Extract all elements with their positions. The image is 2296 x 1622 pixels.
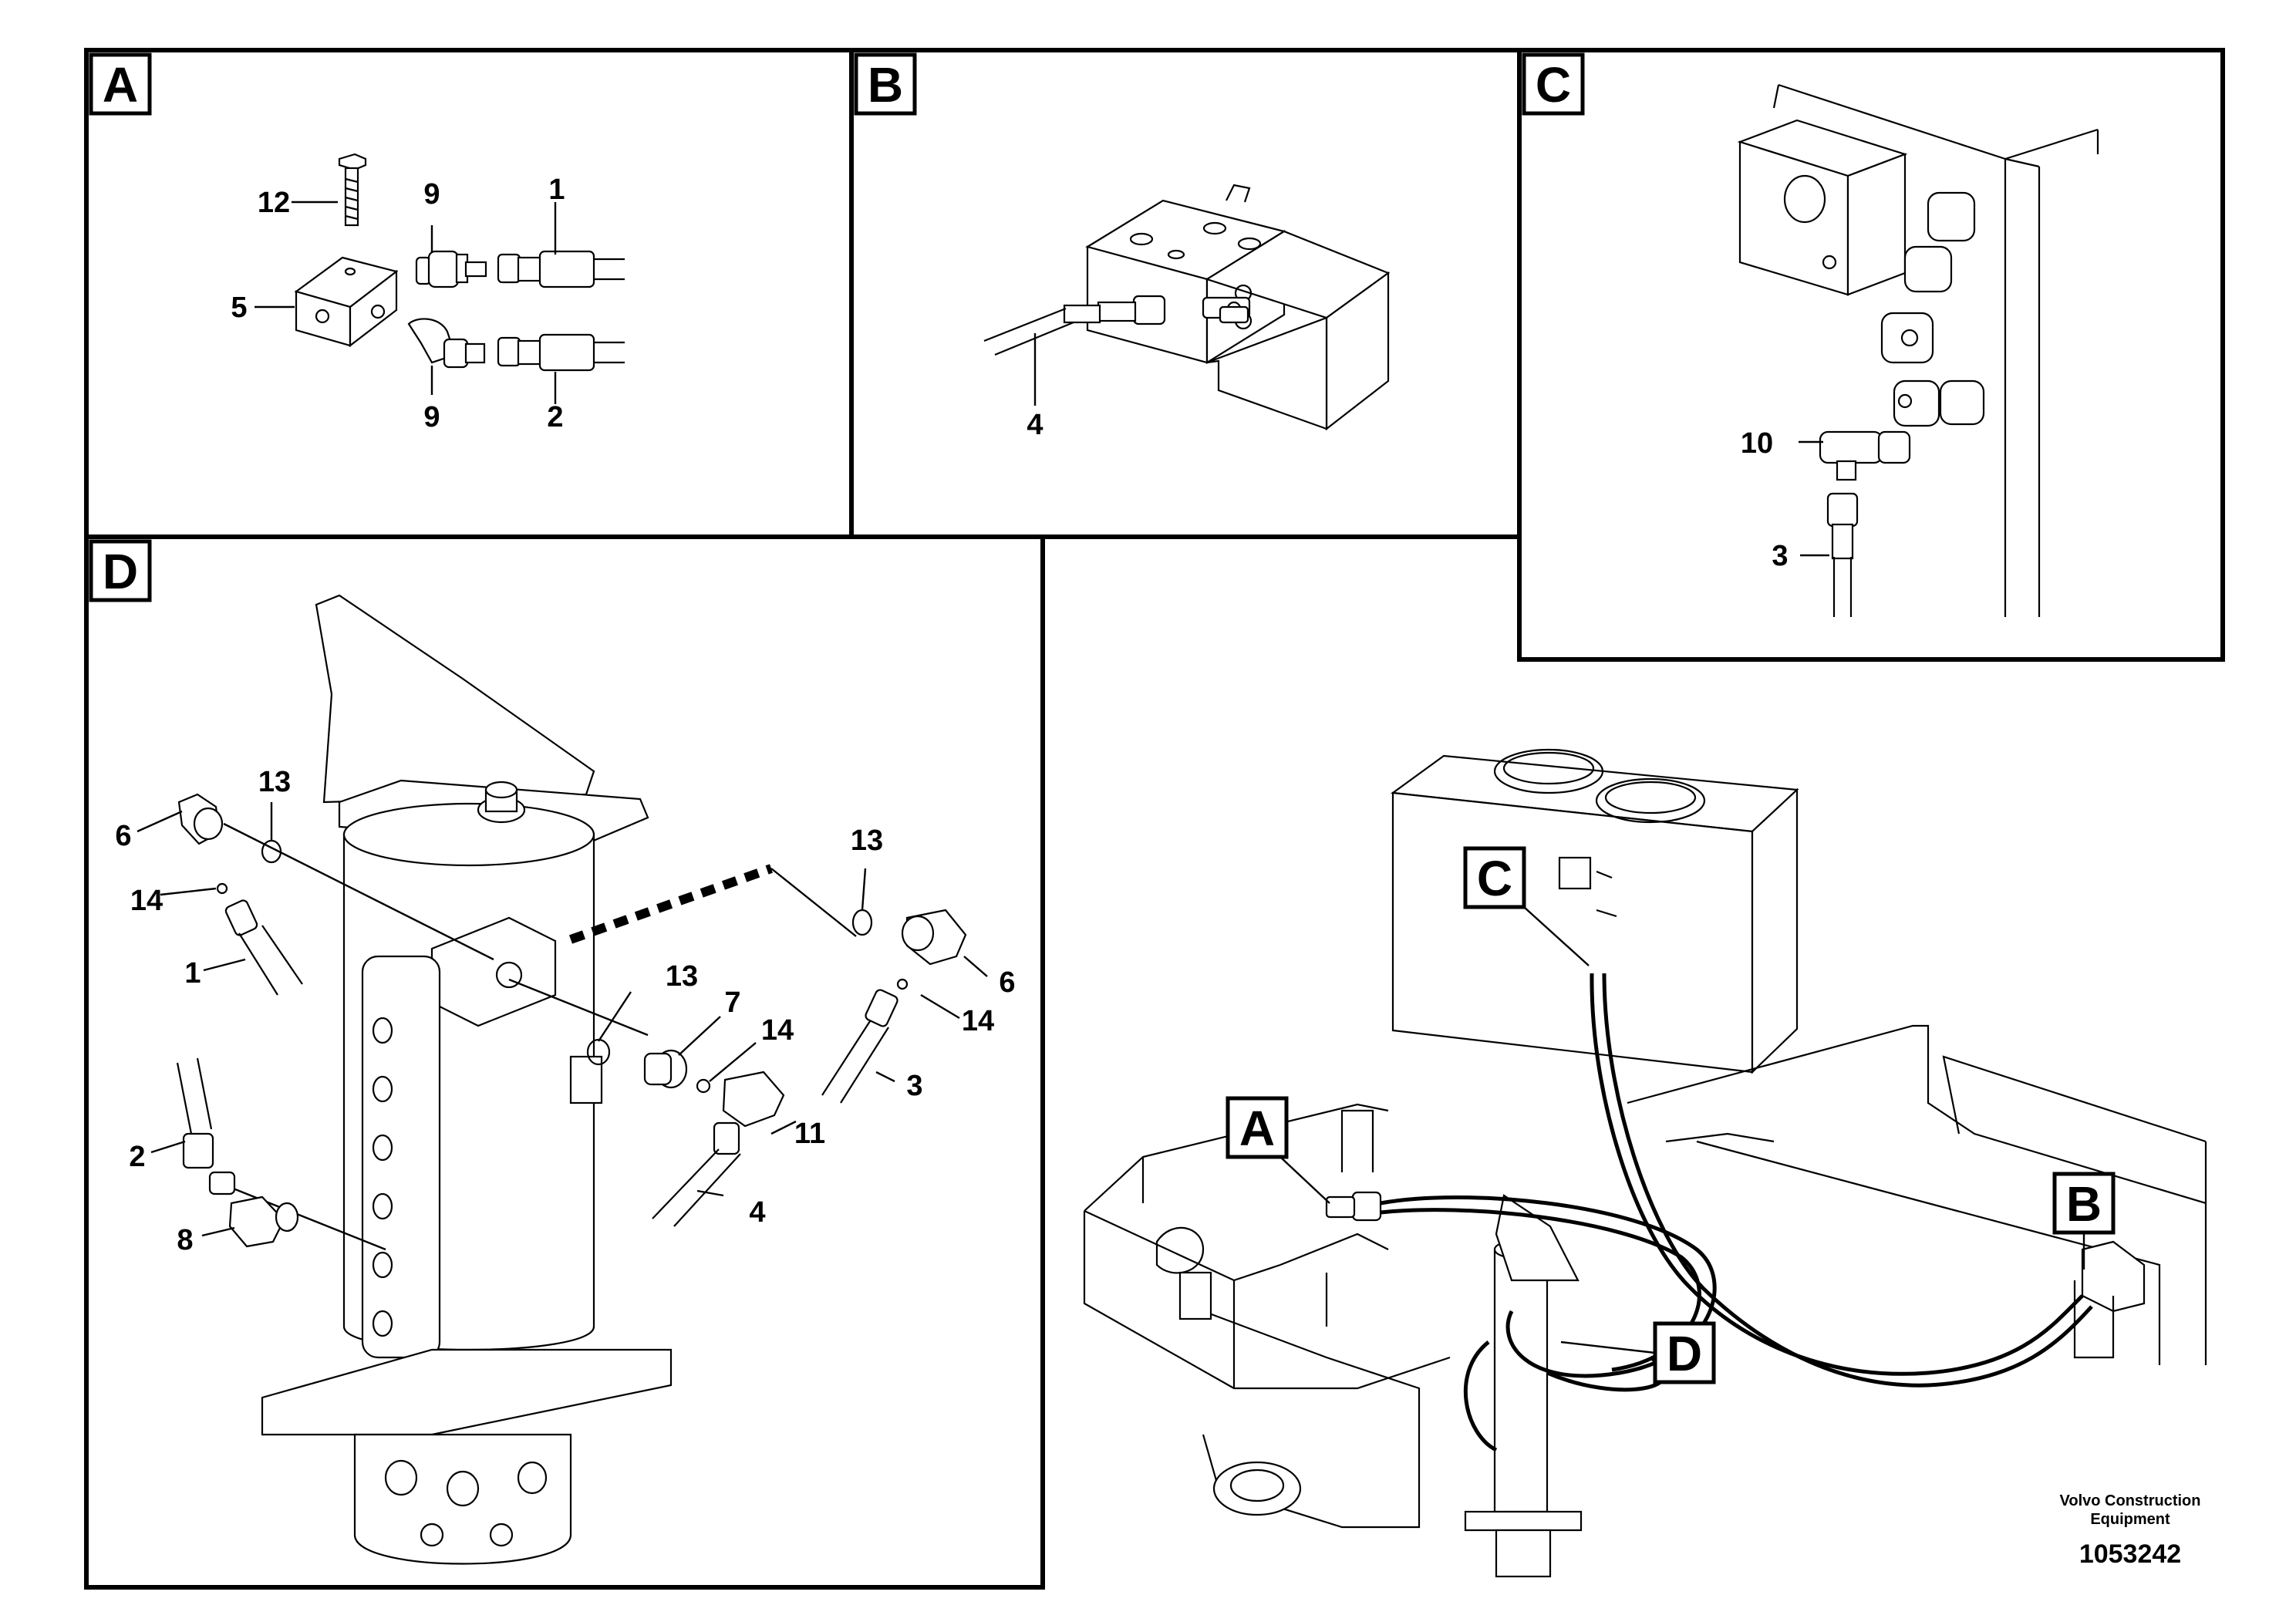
overview-drawing: A B C D (1083, 748, 2207, 1578)
callout-d-2: 2 (129, 1141, 145, 1173)
panel-b-tab: B (854, 52, 917, 116)
callout-d-13-right: 13 (851, 824, 883, 857)
overview-label-b-text: B (2066, 1176, 2102, 1232)
overview-label-c: C (1463, 846, 1590, 966)
fitting-at-a (1325, 1191, 1382, 1222)
hose-route-dashed (568, 864, 774, 944)
overview-label-a: A (1226, 1096, 1330, 1204)
callout-d-14-center: 14 (761, 1014, 794, 1047)
fitting-7 (643, 1049, 688, 1089)
elbow-8 (228, 1195, 299, 1248)
swivel-housing (261, 594, 673, 1565)
seal-14-right (896, 978, 909, 990)
fitting-9-upper (415, 250, 625, 288)
tank-wall (1737, 83, 2099, 617)
callout-d-11: 11 (794, 1118, 825, 1150)
callout-d-6-left: 6 (115, 820, 131, 852)
drawing-number: 1053242 (2079, 1539, 2181, 1569)
footer-company-line2: Equipment (2090, 1511, 2170, 1528)
callout-a-2: 2 (547, 401, 563, 433)
tank (1391, 748, 1799, 1074)
hose-4-b (983, 307, 1074, 356)
overview-label-d-text: D (1667, 1326, 1702, 1381)
hose-2-d (176, 1057, 236, 1195)
panel-a-drawing: 12 9 1 5 9 2 (231, 153, 625, 433)
callout-a-1: 1 (548, 174, 565, 206)
fitting-b (1063, 295, 1251, 325)
callout-d-13-left: 13 (258, 766, 291, 798)
callout-c-10: 10 (1741, 427, 1773, 460)
callout-a-5: 5 (231, 292, 247, 324)
overview-label-c-text: C (1477, 851, 1512, 906)
panel-a-letter: A (103, 57, 138, 113)
fitting-9-lower (407, 318, 625, 372)
callout-d-13-center: 13 (666, 960, 698, 993)
callout-a-12: 12 (258, 187, 290, 219)
callout-d-7: 7 (724, 986, 740, 1019)
overview-label-a-text: A (1239, 1101, 1275, 1156)
panel-c-frame (1517, 48, 2225, 662)
panel-c-drawing: 10 3 (1737, 83, 2099, 617)
fitting-10 (1819, 430, 1911, 560)
panel-d-tab: D (89, 539, 152, 602)
valve-small (2073, 1240, 2146, 1359)
callout-a-9-lower: 9 (423, 401, 440, 433)
callout-d-14-right: 14 (962, 1005, 994, 1037)
panel-d-letter: D (103, 544, 138, 599)
hose-4-d (652, 1148, 741, 1227)
callout-d-3: 3 (906, 1070, 922, 1102)
callout-c-3: 3 (1772, 540, 1788, 572)
footer-company-line1: Volvo Construction (2060, 1492, 2201, 1509)
block-5 (294, 256, 399, 348)
seal-14-center (696, 1078, 711, 1094)
upper-frame (1083, 1024, 2207, 1529)
o-ring-13-right (851, 909, 873, 936)
hose-3-d (821, 989, 899, 1104)
panel-d-drawing: 6 13 14 1 2 8 13 7 14 11 4 13 6 14 3 (115, 594, 1016, 1565)
seal-14-left (216, 882, 228, 895)
panel-b-drawing: 4 (983, 184, 1391, 441)
panel-a-frame (84, 48, 854, 539)
callout-a-9-upper: 9 (423, 178, 440, 211)
panel-c-letter: C (1536, 57, 1571, 113)
panel-a-tab: A (89, 52, 152, 116)
fitting-6-right (901, 909, 967, 966)
overview-label-b: B (2052, 1172, 2116, 1270)
callout-d-8: 8 (177, 1224, 193, 1256)
callout-d-14-left: 14 (130, 885, 163, 917)
callout-d-6-right: 6 (999, 966, 1015, 999)
footer: Volvo Construction Equipment 1053242 (2060, 1492, 2201, 1569)
bolt-12 (338, 153, 367, 227)
callout-b-4: 4 (1027, 409, 1043, 441)
hose-1-d (224, 899, 303, 996)
panel-b-letter: B (868, 57, 903, 113)
hose-3-c (1832, 557, 1853, 617)
callout-d-1: 1 (184, 957, 201, 990)
elbow-11 (713, 1071, 785, 1155)
callout-d-4: 4 (749, 1196, 765, 1229)
fitting-6-left (177, 793, 224, 845)
swivel-small (1464, 1194, 1583, 1578)
panel-c-tab: C (1522, 52, 1585, 116)
overview-label-d: D (1560, 1321, 1716, 1384)
panel-d-frame (84, 534, 1045, 1590)
panel-frames (84, 48, 2225, 1590)
